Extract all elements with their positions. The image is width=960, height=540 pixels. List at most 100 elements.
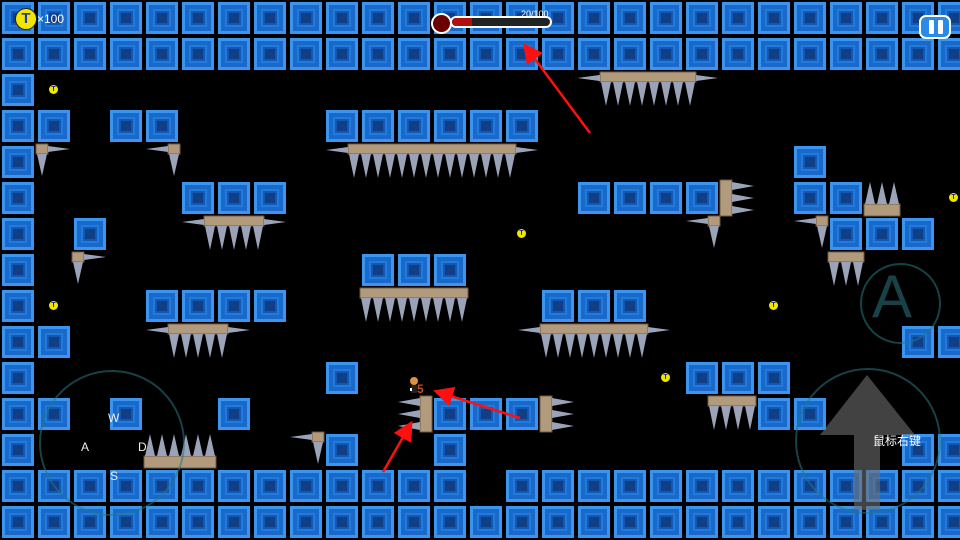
spike	[552, 410, 574, 418]
coin-pickup: T	[661, 373, 670, 382]
spike	[637, 334, 647, 358]
spike	[817, 226, 827, 248]
block-tile	[254, 2, 286, 34]
block-tile	[2, 326, 34, 358]
block-tile	[254, 506, 286, 538]
block-tile	[938, 326, 960, 358]
block-tile	[290, 506, 322, 538]
block-tile	[2, 434, 34, 466]
spike	[253, 226, 263, 250]
spike	[601, 334, 611, 358]
block-tile	[218, 290, 250, 322]
block-tile	[830, 506, 862, 538]
spike	[481, 154, 491, 178]
block-tile	[2, 254, 34, 286]
spike	[709, 406, 719, 430]
block-tile	[362, 254, 394, 286]
block-tile	[398, 254, 430, 286]
block-tile	[650, 2, 682, 34]
block-tile	[182, 182, 214, 214]
block-tile	[650, 470, 682, 502]
block-tile	[686, 2, 718, 34]
spike	[541, 334, 551, 358]
jump-button[interactable]	[795, 368, 941, 514]
block-tile	[758, 398, 790, 430]
coin-count: ×100	[37, 12, 65, 26]
movement-joystick[interactable]	[39, 370, 185, 516]
block-tile	[542, 38, 574, 70]
block-tile	[146, 38, 178, 70]
spike	[433, 154, 443, 178]
spike	[721, 406, 731, 430]
spike	[217, 226, 227, 250]
spike	[397, 154, 407, 178]
block-tile	[290, 2, 322, 34]
spike	[733, 406, 743, 430]
block-tile	[722, 362, 754, 394]
block-tile	[542, 290, 574, 322]
block-tile	[938, 470, 960, 502]
block-tile	[686, 470, 718, 502]
block-tile	[830, 182, 862, 214]
block-tile	[758, 506, 790, 538]
spike	[696, 75, 718, 81]
block-tile	[38, 110, 70, 142]
block-tile	[614, 182, 646, 214]
block-tile	[362, 38, 394, 70]
block-tile	[434, 470, 466, 502]
block-tile	[74, 218, 106, 250]
block-tile	[146, 290, 178, 322]
block-tile	[290, 470, 322, 502]
block-tile	[326, 506, 358, 538]
block-tile	[326, 2, 358, 34]
block-tile	[614, 290, 646, 322]
spike	[794, 218, 816, 224]
block-tile	[2, 182, 34, 214]
jump-arrow-icon	[820, 375, 915, 510]
block-tile	[866, 38, 898, 70]
spike	[182, 219, 204, 225]
block-tile	[758, 38, 790, 70]
spike	[686, 218, 708, 224]
block-tile	[434, 110, 466, 142]
block-tile	[506, 110, 538, 142]
spike	[73, 262, 83, 284]
block-tile	[218, 2, 250, 34]
block-tile	[866, 2, 898, 34]
spike	[264, 219, 286, 225]
spike	[445, 298, 455, 322]
spike	[48, 146, 70, 152]
block-tile	[506, 506, 538, 538]
action-a-button[interactable]	[860, 263, 941, 344]
block-tile	[326, 434, 358, 466]
block-tile	[830, 218, 862, 250]
spike	[518, 327, 540, 333]
block-tile	[2, 470, 34, 502]
block-tile	[146, 2, 178, 34]
block-tile	[722, 470, 754, 502]
spike	[516, 147, 538, 153]
pause-button[interactable]	[919, 15, 951, 39]
block-tile	[794, 506, 826, 538]
block-tile	[218, 470, 250, 502]
block-tile	[182, 470, 214, 502]
block-tile	[2, 362, 34, 394]
spike	[493, 154, 503, 178]
joystick-left-label: A	[81, 440, 90, 454]
block-tile	[902, 218, 934, 250]
block-tile	[2, 74, 34, 106]
block-tile	[938, 434, 960, 466]
block-tile	[2, 290, 34, 322]
health-bar	[450, 16, 552, 28]
spike	[732, 182, 754, 190]
spike	[373, 154, 383, 178]
spike	[578, 75, 600, 81]
spike	[661, 82, 671, 106]
block-tile	[434, 254, 466, 286]
block-tile	[110, 110, 142, 142]
spike	[829, 262, 839, 286]
spike	[433, 298, 443, 322]
spike	[745, 406, 755, 430]
spike	[553, 334, 563, 358]
block-tile	[326, 470, 358, 502]
